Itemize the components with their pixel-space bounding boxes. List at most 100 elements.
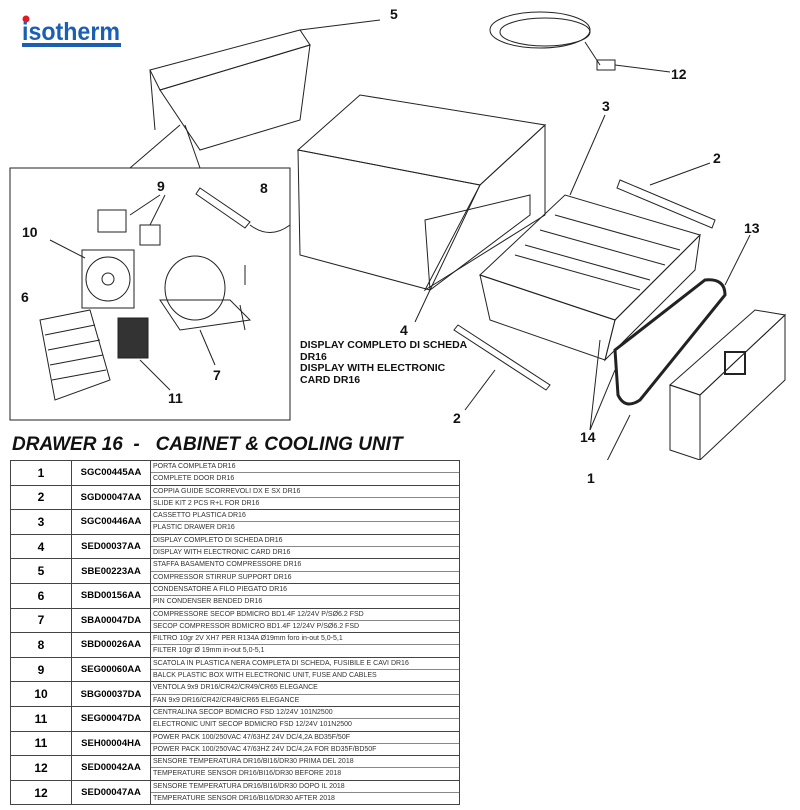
part-code: SGC00445AA bbox=[71, 460, 151, 486]
callout-11: 11 bbox=[168, 390, 183, 406]
note-line: DISPLAY COMPLETO DI SCHEDA bbox=[300, 339, 468, 351]
description-en: PIN CONDENSER BENDED DR16 bbox=[153, 598, 263, 606]
callout-13: 13 bbox=[744, 220, 760, 236]
page-title: DRAWER 16 - CABINET & COOLING UNIT bbox=[12, 434, 403, 455]
part-number: 12 bbox=[10, 755, 72, 781]
description-it: CASSETTO PLASTICA DR16 bbox=[151, 510, 459, 523]
description-it: SENSORE TEMPERATURA DR16/BI16/DR30 PRIMA… bbox=[151, 756, 459, 769]
part-code: SBA00047DA bbox=[71, 607, 151, 634]
part-code: SED00037AA bbox=[71, 533, 151, 560]
description-en: SLIDE KIT 2 PCS R+L FOR DR16 bbox=[153, 499, 260, 507]
part-number: 1 bbox=[10, 460, 72, 486]
callout-2: 2 bbox=[713, 150, 721, 166]
description-en: FAN 9x9 DR16/CR42/CR49/CR65 ELEGANCE bbox=[153, 696, 300, 704]
callout-4: 4 bbox=[400, 322, 408, 338]
description-it: COMPRESSORE SECOP BDMICRO BD1.4F 12/24V … bbox=[151, 609, 459, 621]
part-code: SBE00223AA bbox=[71, 558, 151, 584]
part-code: SGC00446AA bbox=[71, 509, 151, 535]
description-it: FILTRO 10gr 2V XH7 PER R134A Ø19mm foro … bbox=[151, 633, 459, 646]
table-row: 9 SEG00060AA SCATOLA IN PLASTICA NERA CO… bbox=[10, 656, 460, 683]
callout-1: 1 bbox=[587, 470, 595, 486]
description-en: PLASTIC DRAWER DR16 bbox=[153, 524, 235, 532]
part-code: SEG00060AA bbox=[71, 656, 151, 683]
table-row: 11 SEG00047DA CENTRALINA SECOP BDMICRO F… bbox=[10, 705, 460, 732]
part-description: CENTRALINA SECOP BDMICRO FSD 12/24V 101N… bbox=[150, 705, 460, 732]
callout-7: 7 bbox=[213, 367, 221, 383]
description-en: POWER PACK 100/250VAC 47/63HZ 24V DC/4,2… bbox=[153, 745, 377, 753]
table-row: 7 SBA00047DA COMPRESSORE SECOP BDMICRO B… bbox=[10, 607, 460, 634]
part-description: FILTRO 10gr 2V XH7 PER R134A Ø19mm foro … bbox=[150, 632, 460, 658]
description-it: STAFFA BASAMENTO COMPRESSORE DR16 bbox=[151, 559, 459, 572]
description-it: COPPIA GUIDE SCORREVOLI DX E SX DR16 bbox=[151, 486, 459, 498]
description-en: TEMPERATURE SENSOR DR16/BI16/DR30 AFTER … bbox=[153, 795, 335, 803]
description-it: CONDENSATORE A FILO PIEGATO DR16 bbox=[151, 584, 459, 597]
part-code: SEG00047DA bbox=[71, 705, 151, 732]
part-description: SCATOLA IN PLASTICA NERA COMPLETA DI SCH… bbox=[150, 656, 460, 683]
part-description: COMPRESSORE SECOP BDMICRO BD1.4F 12/24V … bbox=[150, 607, 460, 634]
part-description: POWER PACK 100/250VAC 47/63HZ 24V DC/4,2… bbox=[150, 730, 460, 757]
table-row: 4 SED00037AA DISPLAY COMPLETO DI SCHEDA … bbox=[10, 533, 460, 560]
isotherm-logo: isotherm bbox=[22, 15, 121, 47]
description-en: DISPLAY WITH ELECTRONIC CARD DR16 bbox=[153, 549, 291, 557]
part-number: 10 bbox=[10, 681, 72, 707]
part-number: 4 bbox=[10, 533, 72, 560]
callout-8: 8 bbox=[260, 180, 268, 196]
description-en: COMPRESSOR STIRRUP SUPPORT DR16 bbox=[153, 573, 292, 581]
callout-10: 10 bbox=[22, 224, 38, 240]
note-line: DISPLAY WITH ELECTRONIC bbox=[300, 362, 446, 374]
description-en: TEMPERATURE SENSOR DR16/BI16/DR30 BEFORE… bbox=[153, 770, 342, 778]
part-code: SEH00004HA bbox=[71, 730, 151, 757]
svg-text:isotherm: isotherm bbox=[22, 18, 120, 46]
table-row: 5 SBE00223AA STAFFA BASAMENTO COMPRESSOR… bbox=[10, 558, 460, 584]
part-number: 2 bbox=[10, 484, 72, 511]
table-row: 6 SBD00156AA CONDENSATORE A FILO PIEGATO… bbox=[10, 582, 460, 609]
callout-9: 9 bbox=[157, 178, 165, 194]
description-it: PORTA COMPLETA DR16 bbox=[151, 461, 459, 474]
description-it: CENTRALINA SECOP BDMICRO FSD 12/24V 101N… bbox=[151, 707, 459, 720]
part-number: 9 bbox=[10, 656, 72, 683]
callout-12: 12 bbox=[671, 66, 687, 82]
display-note: DISPLAY COMPLETO DI SCHEDA DR16 DISPLAY … bbox=[300, 339, 468, 386]
part-code: SBD00156AA bbox=[71, 582, 151, 609]
part-number: 8 bbox=[10, 632, 72, 658]
exploded-diagram bbox=[9, 11, 787, 460]
description-it: DISPLAY COMPLETO DI SCHEDA DR16 bbox=[151, 535, 459, 548]
callout-6: 6 bbox=[21, 289, 29, 305]
description-it: SCATOLA IN PLASTICA NERA COMPLETA DI SCH… bbox=[151, 658, 459, 671]
description-en: COMPLETE DOOR DR16 bbox=[153, 475, 235, 483]
description-en: SECOP COMPRESSOR BDMICRO BD1.4F 12/24V P… bbox=[153, 622, 360, 630]
description-en: ELECTRONIC UNIT SECOP BDMICRO FSD 12/24V… bbox=[153, 721, 352, 729]
part-description: VENTOLA 9x9 DR16/CR42/CR49/CR65 ELEGANCE… bbox=[150, 681, 460, 707]
description-en: FILTER 10gr Ø 19mm in-out 5,0-5,1 bbox=[153, 647, 265, 655]
part-number: 11 bbox=[10, 705, 72, 732]
note-line: DR16 bbox=[300, 350, 327, 363]
callout-5: 5 bbox=[390, 6, 398, 22]
part-number: 5 bbox=[10, 558, 72, 584]
part-code: SGD00047AA bbox=[71, 484, 151, 511]
table-row: 10 SBG00037DA VENTOLA 9x9 DR16/CR42/CR49… bbox=[10, 681, 460, 707]
part-number: 6 bbox=[10, 582, 72, 609]
note-line: CARD DR16 bbox=[300, 373, 361, 386]
table-row: 11 SEH00004HA POWER PACK 100/250VAC 47/6… bbox=[10, 730, 460, 757]
callout-2b: 2 bbox=[453, 410, 461, 426]
description-en: BALCK PLASTIC BOX WITH ELECTRONIC UNIT, … bbox=[153, 672, 377, 680]
part-code: SBD00026AA bbox=[71, 632, 151, 658]
part-number: 12 bbox=[10, 779, 72, 806]
part-number: 7 bbox=[10, 607, 72, 634]
part-description: SENSORE TEMPERATURA DR16/BI16/DR30 DOPO … bbox=[150, 779, 460, 806]
part-code: SED00047AA bbox=[71, 779, 151, 806]
table-row: 12 SED00042AA SENSORE TEMPERATURA DR16/B… bbox=[10, 755, 460, 781]
part-code: SBG00037DA bbox=[71, 681, 151, 707]
description-it: SENSORE TEMPERATURA DR16/BI16/DR30 DOPO … bbox=[151, 781, 459, 794]
description-it: VENTOLA 9x9 DR16/CR42/CR49/CR65 ELEGANCE bbox=[151, 682, 459, 695]
description-it: POWER PACK 100/250VAC 47/63HZ 24V DC/4,2… bbox=[151, 732, 459, 744]
part-number: 3 bbox=[10, 509, 72, 535]
